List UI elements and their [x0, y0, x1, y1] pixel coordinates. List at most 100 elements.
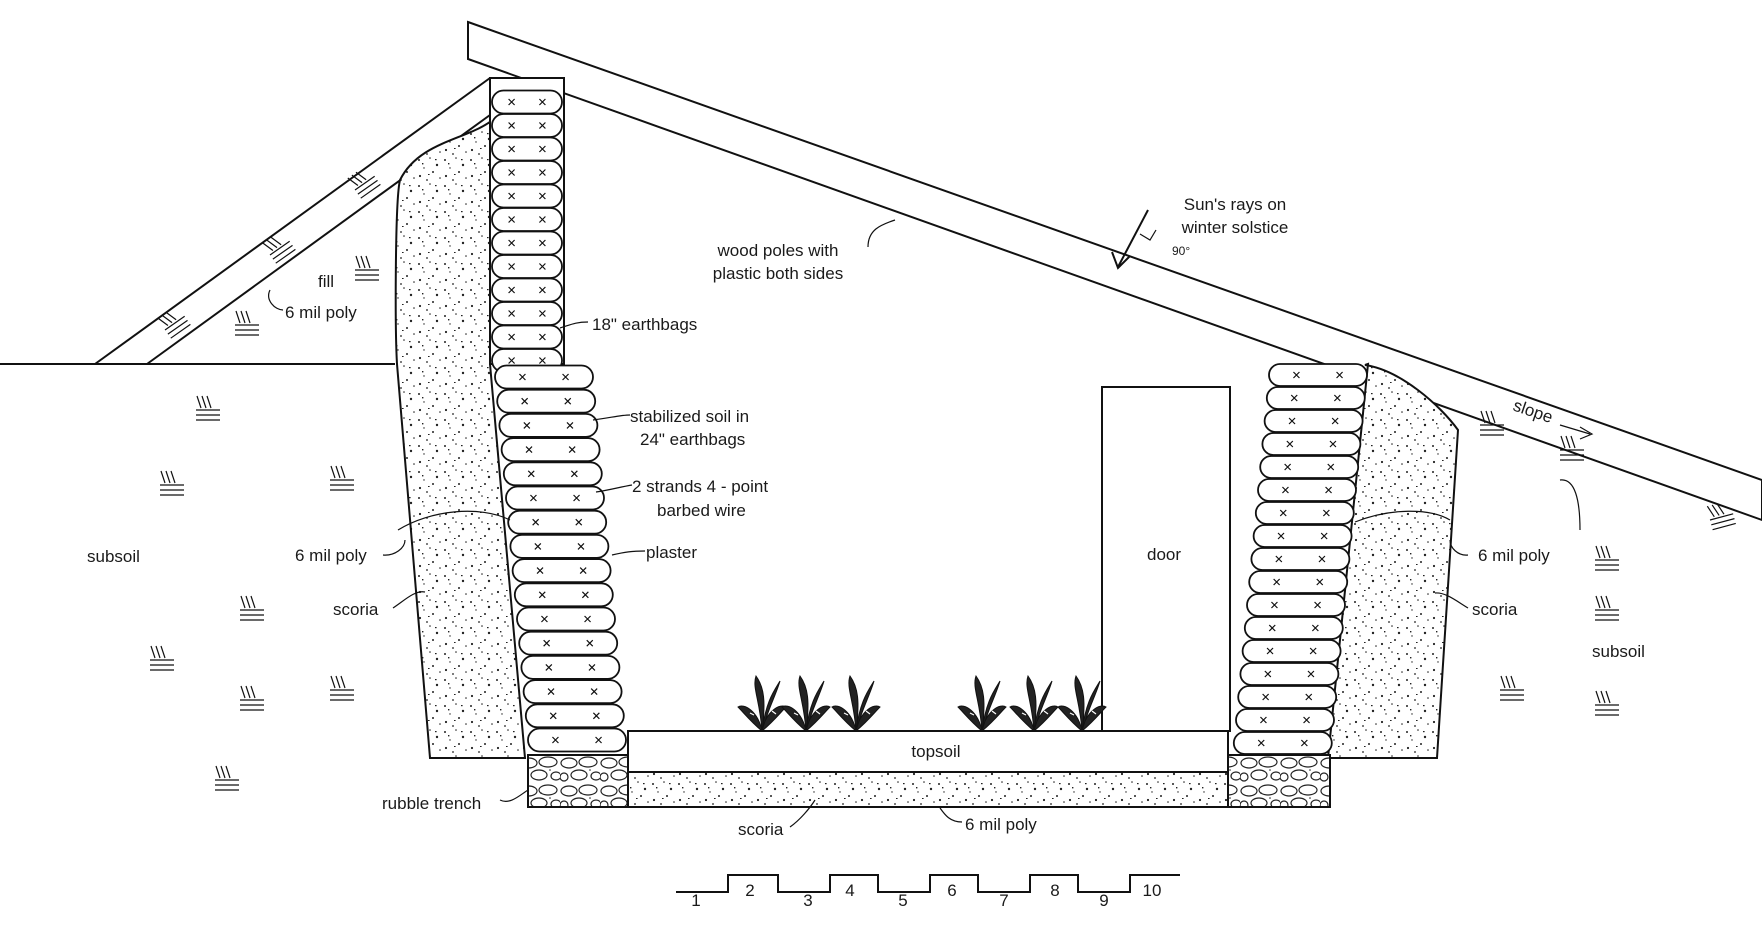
leader-scoria-left [392, 591, 426, 609]
label-poly-right: 6 mil poly [1478, 546, 1550, 565]
scale-bar [676, 874, 1180, 893]
earthbag-24 [505, 485, 605, 511]
earthbag-24 [500, 437, 601, 463]
earthbag-24 [1263, 409, 1364, 433]
plant [737, 674, 787, 732]
label-fill: fill [318, 272, 334, 291]
earthbag-18 [491, 183, 563, 209]
door [1101, 386, 1231, 732]
scoria-floor [627, 771, 1229, 808]
earthbag-24 [1241, 639, 1342, 663]
poly-curve-left [397, 510, 511, 531]
subsoil-hatch-marks [150, 171, 1736, 791]
earthbag-24 [1252, 524, 1353, 548]
scale-label: 5 [898, 891, 907, 910]
earthbag-18 [491, 324, 563, 350]
hatch-mark [1480, 410, 1504, 436]
leader-18-earthbags [559, 321, 589, 329]
earthbag-18 [491, 160, 563, 185]
label-poly-left-top: 6 mil poly [285, 303, 357, 322]
earthbag-24 [518, 630, 619, 656]
label-poly-left: 6 mil poly [295, 546, 367, 565]
earthbag-24 [1248, 570, 1349, 594]
plant [781, 674, 831, 732]
earthbag-24 [1232, 731, 1333, 755]
hatch-mark [157, 311, 191, 339]
hatch-mark [1595, 545, 1619, 571]
hatch-mark [1706, 503, 1736, 531]
hatch-mark [240, 595, 264, 621]
scale-label: 2 [745, 881, 754, 900]
leader-scoria-right [1434, 592, 1469, 609]
label-wood-poles-2: plastic both sides [713, 264, 843, 283]
earthbag-24 [1243, 616, 1344, 640]
plant [831, 674, 881, 732]
hatch-mark [355, 255, 379, 281]
scale-label: 7 [999, 891, 1008, 910]
earthbag-18 [491, 207, 563, 232]
earthbag-24 [1237, 685, 1338, 709]
hatch-mark [235, 310, 259, 336]
scale-label: 6 [947, 881, 956, 900]
scale-label: 1 [691, 891, 700, 910]
label-rubble-trench: rubble trench [382, 794, 481, 813]
poly-curve-right-outer [1559, 479, 1581, 531]
hatch-mark [330, 675, 354, 701]
earthbag-24 [1259, 455, 1360, 479]
label-sun-rays-1: Sun's rays on [1184, 195, 1286, 214]
label-plaster: plaster [646, 543, 697, 562]
hatch-mark [262, 236, 296, 264]
label-topsoil: topsoil [911, 742, 960, 761]
earthbag-18 [491, 230, 563, 256]
label-barbed-wire-1: 2 strands 4 - point [632, 477, 768, 496]
scale-label: 9 [1099, 891, 1108, 910]
label-scoria-floor: scoria [738, 820, 784, 839]
label-18-earthbags: 18" earthbags [592, 315, 697, 334]
hatch-mark [1595, 690, 1619, 716]
leader-poly-right [1449, 539, 1469, 556]
earthbag-18 [491, 301, 563, 326]
berm-outer-line [94, 77, 491, 365]
earthbag-24 [1235, 708, 1335, 732]
earthbag-24 [509, 534, 610, 559]
hatch-mark [1560, 435, 1584, 461]
earthbag-24 [513, 582, 614, 608]
hatch-mark [1500, 675, 1524, 701]
scale-label: 4 [845, 881, 854, 900]
leader-poly-left-top [268, 289, 284, 311]
slope-arrow-shaft [1559, 424, 1591, 435]
leader-rubble-trench [499, 789, 529, 802]
earthbag-24 [520, 655, 621, 680]
leader-wood-poles [867, 219, 896, 248]
scale-label: 10 [1143, 881, 1162, 900]
label-sun-rays-2: winter solstice [1181, 218, 1289, 237]
earthbag-24 [516, 606, 616, 632]
leader-stabilized-soil [592, 414, 631, 421]
earthbag-24 [511, 558, 612, 583]
earthbag-24 [496, 388, 597, 414]
label-scoria-right: scoria [1472, 600, 1518, 619]
earthbag-18 [491, 136, 563, 162]
sun-ray-arrowhead [1111, 251, 1131, 270]
scale-label: 8 [1050, 881, 1059, 900]
right-angle-mark [1139, 229, 1157, 241]
leader-scoria-floor [789, 799, 816, 828]
poly-curve-right-inner [1354, 510, 1451, 523]
earthbag-18 [491, 113, 563, 138]
earthbag-24 [1254, 501, 1355, 525]
label-stabilized-soil-2: 24" earthbags [640, 430, 745, 449]
earthbag-24 [522, 679, 623, 704]
roof-wood-poles [467, 20, 1762, 522]
rubble-trench-left [527, 754, 629, 808]
earthbag-24-wall-right [1232, 363, 1368, 755]
scoria-backfill-left [394, 117, 527, 759]
rubble-trench-right [1227, 754, 1331, 808]
earthbag-24-wall-left [494, 364, 627, 753]
label-scoria-left: scoria [333, 600, 379, 619]
label-angle: 90° [1172, 244, 1190, 258]
hatch-mark [240, 685, 264, 711]
label-subsoil-right: subsoil [1592, 642, 1645, 661]
label-door: door [1147, 545, 1181, 564]
